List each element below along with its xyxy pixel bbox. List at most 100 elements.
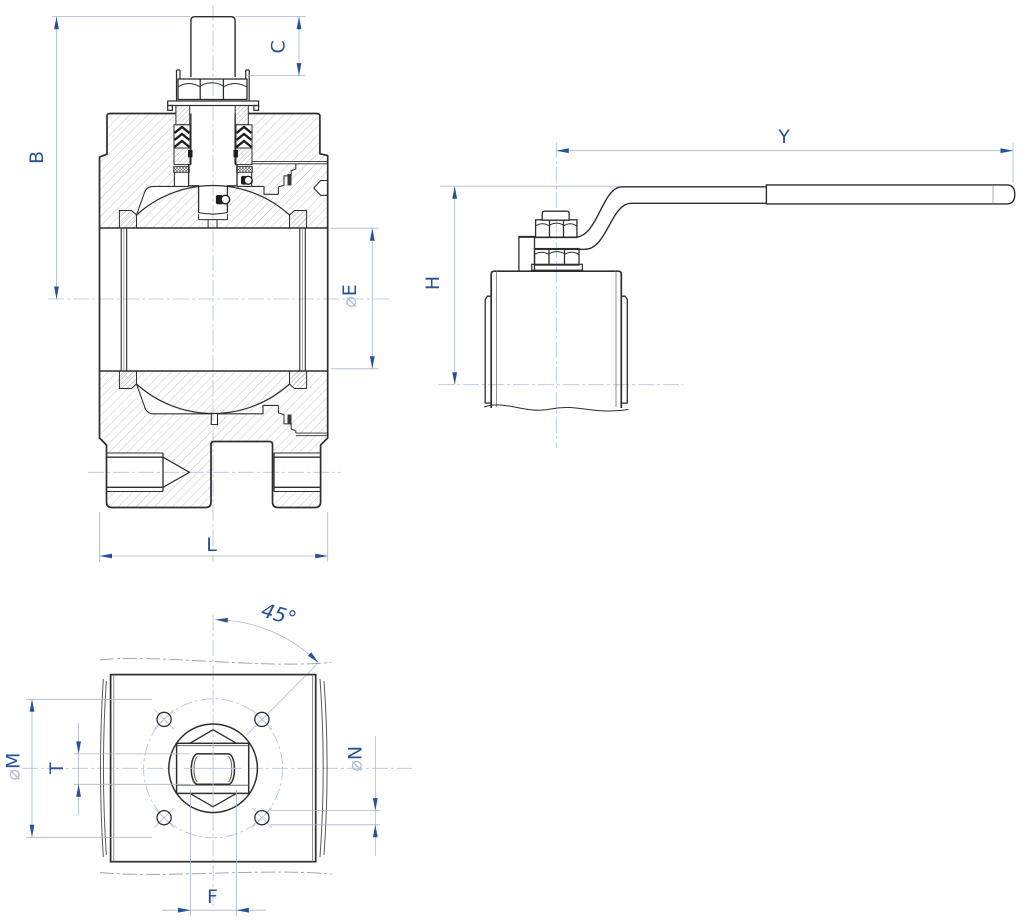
end-connector-hole: [313, 179, 328, 196]
label-part: N: [345, 746, 367, 760]
drain-white: [211, 412, 218, 425]
drawing-path: [118, 210, 137, 229]
drawing-path: [452, 372, 458, 385]
drawing-path: [193, 755, 233, 783]
drawing-line: [153, 807, 175, 828]
handle-grip-sleeve: [765, 184, 1016, 205]
dim-label-Y: Y: [777, 126, 790, 148]
drawing-path: [173, 132, 191, 141]
seat-rings: [120, 228, 306, 371]
drawing-path: [289, 371, 307, 389]
drawing-path: [315, 553, 328, 559]
body-seal-groove-top: [287, 174, 292, 186]
drawing-path: [173, 125, 191, 134]
stem-seal-bar-right: [233, 150, 238, 158]
bottom-plate: [109, 673, 317, 863]
end-connector-joint: [252, 161, 328, 437]
chevron-seals: [173, 125, 253, 148]
side-lower-nut-white: [534, 248, 579, 265]
dim-label-C: C: [267, 40, 289, 53]
drawing-circle: [220, 194, 231, 205]
drawing-path: [54, 286, 59, 299]
side-tab-white: [518, 236, 535, 272]
drawing-circle: [156, 711, 172, 728]
drawing-line: [251, 709, 273, 730]
drawing-path: [175, 69, 181, 101]
bolt-circle-centerline: [143, 698, 284, 839]
foot-hole-left: [106, 452, 191, 492]
drawing-line: [153, 709, 175, 730]
drawing-path: [369, 356, 375, 369]
drawing-rect: [174, 148, 190, 165]
ball-arcs: [136, 185, 290, 414]
handle: [518, 184, 1016, 250]
stem-hex-nut: [177, 78, 248, 101]
drawing-path: [484, 295, 492, 404]
drawing-path: [535, 222, 578, 227]
cavity-profiles: [135, 185, 279, 415]
drawing-rect: [167, 104, 173, 111]
front-port-edges: [99, 227, 328, 372]
stem-shaft-white: [190, 16, 236, 77]
drawing-path: [189, 792, 237, 808]
drawing-path: [307, 652, 319, 663]
drawing-path: [162, 456, 191, 488]
drawing-path: [177, 82, 248, 88]
ball-slot: [198, 214, 228, 228]
stem-seal-bar-left: [188, 150, 193, 158]
drawing-path: [119, 371, 137, 389]
drawing-rect: [177, 78, 248, 101]
side-break-line: [483, 404, 629, 412]
drawing-path: [198, 211, 228, 215]
dim-label-M: ⌀M: [3, 753, 25, 781]
label-part: E: [339, 284, 361, 296]
drawing-path: [323, 680, 328, 856]
drawing-path: [215, 617, 228, 623]
drawing-rect: [173, 166, 190, 173]
drawing-path: [289, 210, 308, 229]
ball-bottom-arc: [136, 383, 290, 414]
dimension-labels: B C ⌀E L Y H ⌀M T ⌀N F 45°: [3, 40, 791, 908]
dim-label-B: B: [26, 151, 48, 164]
drawing-path: [556, 148, 569, 154]
drawing-path: [135, 185, 279, 216]
drawing-path: [29, 824, 35, 838]
dim-label-T: T: [46, 762, 68, 775]
drawing-line: [251, 807, 273, 828]
detent-lower: [215, 194, 231, 205]
stem-boss: [187, 163, 238, 215]
drawing-circle: [243, 175, 253, 186]
drawing-path: [76, 784, 81, 797]
drawing-path: [189, 729, 237, 744]
drawing-rect: [167, 100, 260, 107]
drawing-path: [372, 824, 378, 838]
dimension-lines: [26, 16, 1014, 916]
drawing-rect: [175, 105, 190, 125]
drawing-path: [296, 63, 302, 76]
drawing-path: [452, 186, 458, 199]
drawing-path: [118, 370, 137, 389]
drawing-path: [54, 16, 59, 30]
side-body: [483, 270, 629, 412]
drawing-path: [135, 383, 279, 415]
stop-plate-white: [167, 101, 259, 106]
drawing-circle: [156, 809, 172, 826]
dimension-arrowheads: [29, 16, 1013, 913]
drawing-path: [99, 871, 332, 875]
drawing-path: [621, 295, 628, 404]
top-slot-white: [208, 219, 217, 228]
bolt-hole-centermarks: [153, 709, 273, 828]
bottom-center-cross: [184, 740, 242, 797]
dim-label-E: ⌀E: [339, 284, 361, 307]
drawing-path: [99, 553, 112, 559]
label-part: M: [3, 753, 25, 769]
drawing-path: [534, 251, 580, 255]
front-body-outline: [98, 112, 329, 509]
drawing-path: [289, 210, 307, 228]
bottom-silhouette: [100, 678, 328, 858]
bottom-view: [99, 657, 332, 875]
drawing-path: [76, 741, 81, 754]
drawing-path: [289, 370, 308, 389]
